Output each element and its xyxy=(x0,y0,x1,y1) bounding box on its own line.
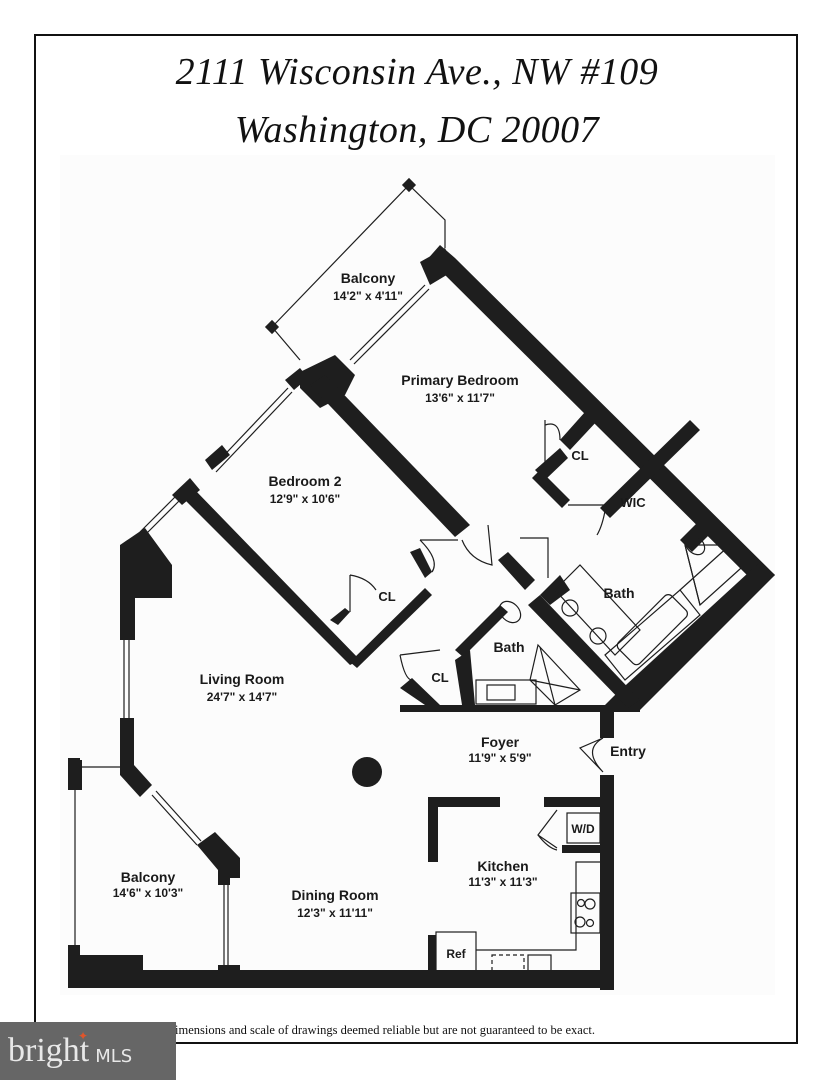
washer-dryer-label: W/D xyxy=(571,822,595,836)
balcony-left-name: Balcony xyxy=(121,869,176,885)
walls xyxy=(68,177,775,990)
balcony-left-dims: 14'6" x 10'3" xyxy=(113,886,183,900)
balcony-top-dims: 14'2" x 4'11" xyxy=(333,289,403,303)
bedroom2-name: Bedroom 2 xyxy=(268,473,341,489)
city-title: Washington, DC 20007 xyxy=(234,109,600,151)
disclaimer-text: imensions and scale of drawings deemed r… xyxy=(175,1023,595,1037)
hall-closet-label: CL xyxy=(431,670,448,685)
balcony-top-name: Balcony xyxy=(341,270,396,286)
living-room-name: Living Room xyxy=(200,671,285,687)
bedroom2-dims: 12'9" x 10'6" xyxy=(270,492,340,506)
refrigerator-label: Ref xyxy=(446,947,466,961)
wic-label: WIC xyxy=(620,495,646,510)
living-room-dims: 24'7" x 14'7" xyxy=(207,690,277,704)
room-labels: Balcony 14'2" x 4'11" Primary Bedroom 13… xyxy=(113,270,646,961)
kitchen-dims: 11'3" x 11'3" xyxy=(468,875,537,889)
kitchen-name: Kitchen xyxy=(477,858,528,874)
primary-bath-label: Bath xyxy=(603,585,634,601)
thin-lines xyxy=(74,184,751,974)
logo-suffix: MLS xyxy=(95,1045,133,1067)
dining-room-dims: 12'3" x 11'11" xyxy=(297,906,373,920)
foyer-name: Foyer xyxy=(481,734,520,750)
foyer-dims: 11'9" x 5'9" xyxy=(468,751,531,765)
bedroom2-closet-label: CL xyxy=(378,589,395,604)
logo-word: bright✦ xyxy=(8,1029,90,1069)
hall-bath-label: Bath xyxy=(493,639,524,655)
primary-closet-label: CL xyxy=(571,448,588,463)
primary-bedroom-name: Primary Bedroom xyxy=(401,372,518,388)
dining-room-name: Dining Room xyxy=(291,887,378,903)
logo-star-icon: ✦ xyxy=(78,1029,89,1043)
primary-bedroom-dims: 13'6" x 11'7" xyxy=(425,391,495,405)
address-title: 2111 Wisconsin Ave., NW #109 xyxy=(175,51,659,93)
entry-label: Entry xyxy=(610,743,646,759)
bright-mls-logo: bright✦ MLS xyxy=(0,1022,176,1080)
plan-background xyxy=(60,155,775,995)
